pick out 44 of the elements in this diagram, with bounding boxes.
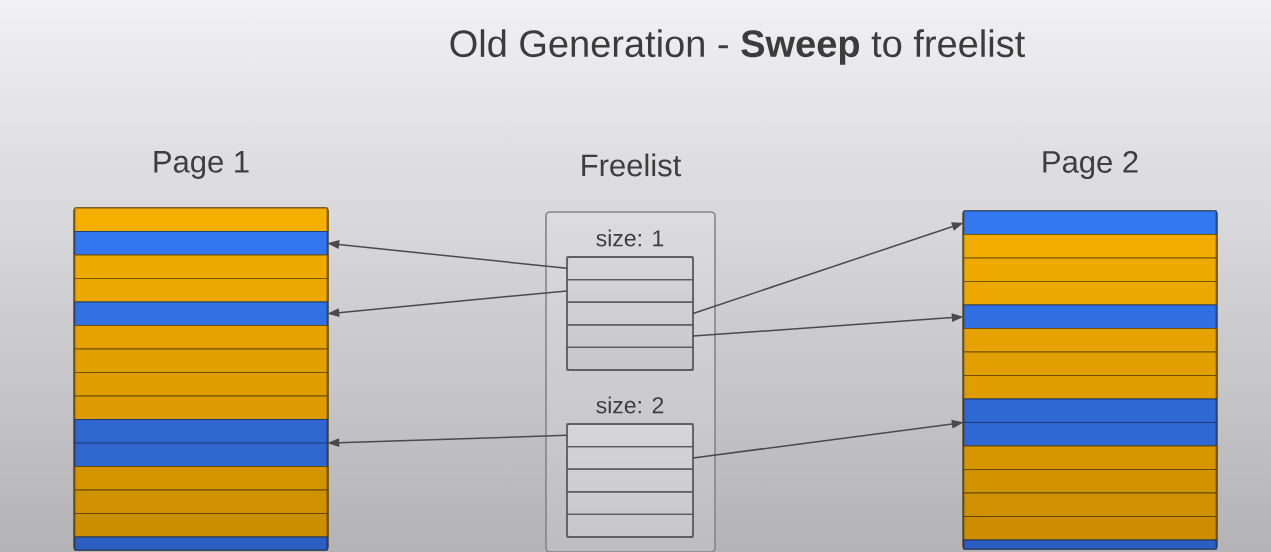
list-entry (566, 491, 694, 516)
memory-slot (74, 512, 328, 538)
memory-slot (74, 348, 328, 374)
list-heading: size: 2 (596, 396, 664, 414)
page-heading: Page 1 (154, 151, 249, 179)
list-entry (566, 278, 694, 303)
memory-slot (963, 351, 1217, 377)
list-heading: size: 1 (596, 229, 664, 247)
list-entry (566, 346, 694, 371)
list-entry (566, 256, 694, 281)
memory-slot (963, 468, 1217, 494)
memory-slot (74, 489, 328, 515)
memory-slot (963, 304, 1217, 330)
memory-slot (74, 230, 328, 256)
memory-slot (74, 418, 328, 468)
page-heading: Page 2 (1043, 150, 1138, 180)
memory-slot (963, 327, 1217, 353)
memory-slot (74, 277, 328, 303)
list-entry (566, 324, 694, 349)
memory-slot (963, 539, 1217, 550)
list-entry (566, 445, 694, 470)
memory-slot (963, 515, 1217, 541)
memory-slot (74, 301, 328, 327)
memory-slot (963, 398, 1217, 447)
memory-slot (74, 254, 328, 280)
list-entry (566, 423, 694, 448)
list-entry (566, 513, 694, 538)
memory-slot (74, 207, 328, 233)
memory-slot (963, 210, 1217, 236)
list-entry (566, 301, 694, 326)
memory-slot (963, 374, 1217, 400)
memory-slot (963, 492, 1217, 518)
memory-slot (74, 371, 328, 397)
memory-slot (963, 445, 1217, 471)
list-entry (566, 468, 694, 493)
memory-slot (74, 395, 328, 421)
memory-slot (74, 536, 328, 551)
memory-slot (963, 257, 1217, 283)
memory-slot (963, 280, 1217, 306)
memory-slot (963, 233, 1217, 259)
memory-slot (74, 324, 328, 350)
memory-slot (74, 465, 328, 491)
panel-heading: Freelist (582, 153, 682, 177)
slide-title: Old Generation - Sweep to freelist (450, 29, 1025, 65)
